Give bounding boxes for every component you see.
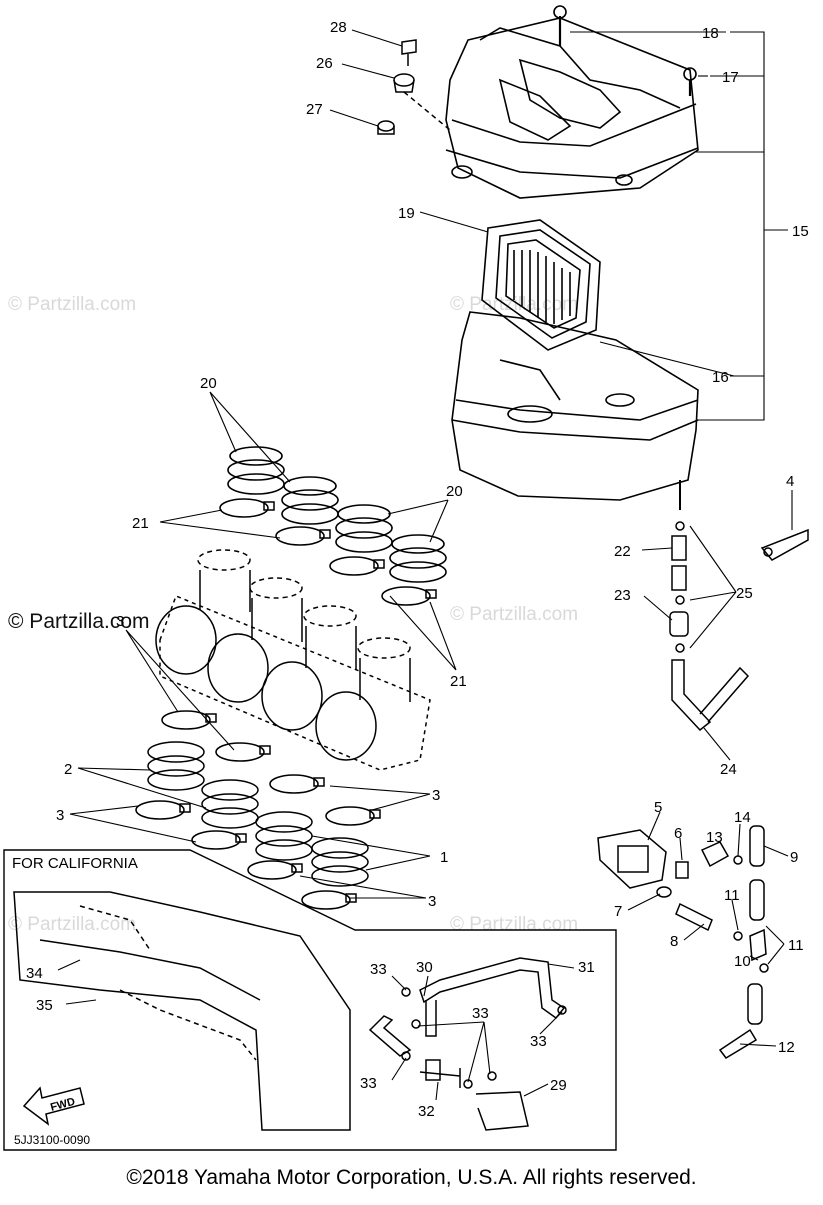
callout-22: 22 [614,543,631,560]
callout-33: 33 [472,1005,489,1022]
callout-26: 26 [316,55,333,72]
callout-20: 20 [446,483,463,500]
callout-14: 14 [734,809,751,826]
callout-19: 19 [398,205,415,222]
callout-7: 7 [614,903,622,920]
callout-9: 9 [790,849,798,866]
callout-25: 25 [736,585,753,602]
callout-23: 23 [614,587,631,604]
callout-30: 30 [416,959,433,976]
callout-27: 27 [306,101,323,118]
callout-3: 3 [432,787,440,804]
callout-34: 34 [26,965,43,982]
callout-32: 32 [418,1103,435,1120]
leader-lines [57,29,793,1101]
callout-12: 12 [778,1039,795,1056]
callout-5: 5 [654,799,662,816]
drain-hose-assembly [669,521,809,732]
callout-24: 24 [720,761,737,778]
callout-17: 17 [722,69,739,86]
callout-28: 28 [330,19,347,36]
callout-20: 20 [200,375,217,392]
callout-16: 16 [712,369,729,386]
air-box-case [451,311,699,510]
callout-8: 8 [670,933,678,950]
callout-18: 18 [702,25,719,42]
watermark-layer: © Partzilla.com © Partzilla.com © Partzi… [8,294,578,935]
diagram-code: 5JJ3100-0090 [14,1133,90,1147]
callout-6: 6 [674,825,682,842]
callout-31: 31 [578,959,595,976]
callout-3: 3 [56,807,64,824]
callout-2: 2 [64,761,72,778]
grommet-parts [377,39,451,135]
callout-10: 10 [734,953,751,970]
callout-21: 21 [132,515,149,532]
callout-4: 4 [786,473,794,490]
callout-15: 15 [792,223,809,240]
watermark-text: © Partzilla.com [450,604,578,625]
watermark-text: © Partzilla.com [8,294,136,315]
callout-13: 13 [706,829,723,846]
copyright-notice: ©2018 Yamaha Motor Corporation, U.S.A. A… [126,1166,697,1189]
callout-33: 33 [370,961,387,978]
holder-clamps [135,710,381,910]
callout-3: 3 [116,613,124,630]
callout-11: 11 [724,887,740,904]
callout-35: 35 [36,997,53,1014]
carburetor-holders [147,741,369,887]
callout-33: 33 [530,1033,547,1050]
carburetor-bank [155,549,431,771]
callout-3: 3 [428,893,436,910]
air-box-cover [445,5,699,199]
callout-29: 29 [550,1077,567,1094]
inset-title: FOR CALIFORNIA [12,855,138,872]
california-inset: FOR CALIFORNIA FWD 5JJ3100-0090 [3,849,617,1151]
air-filter-element [481,219,601,351]
callout-labels: 1 2 3 3 3 3 4 5 6 7 8 9 10 11 11 12 13 1… [26,19,809,1120]
watermark-prominent: © Partzilla.com [8,610,150,633]
callout-21: 21 [450,673,467,690]
heat-shield [13,891,351,1131]
vacuum-parts [597,825,769,1059]
callout-11: 11 [788,937,804,954]
watermark-text: © Partzilla.com [450,914,578,935]
callout-33: 33 [360,1075,377,1092]
forward-arrow: FWD [22,1086,85,1126]
intake-boots [227,446,447,583]
callout-1: 1 [440,849,448,866]
boot-clamps [219,498,437,606]
watermark-text: © Partzilla.com [8,914,136,935]
